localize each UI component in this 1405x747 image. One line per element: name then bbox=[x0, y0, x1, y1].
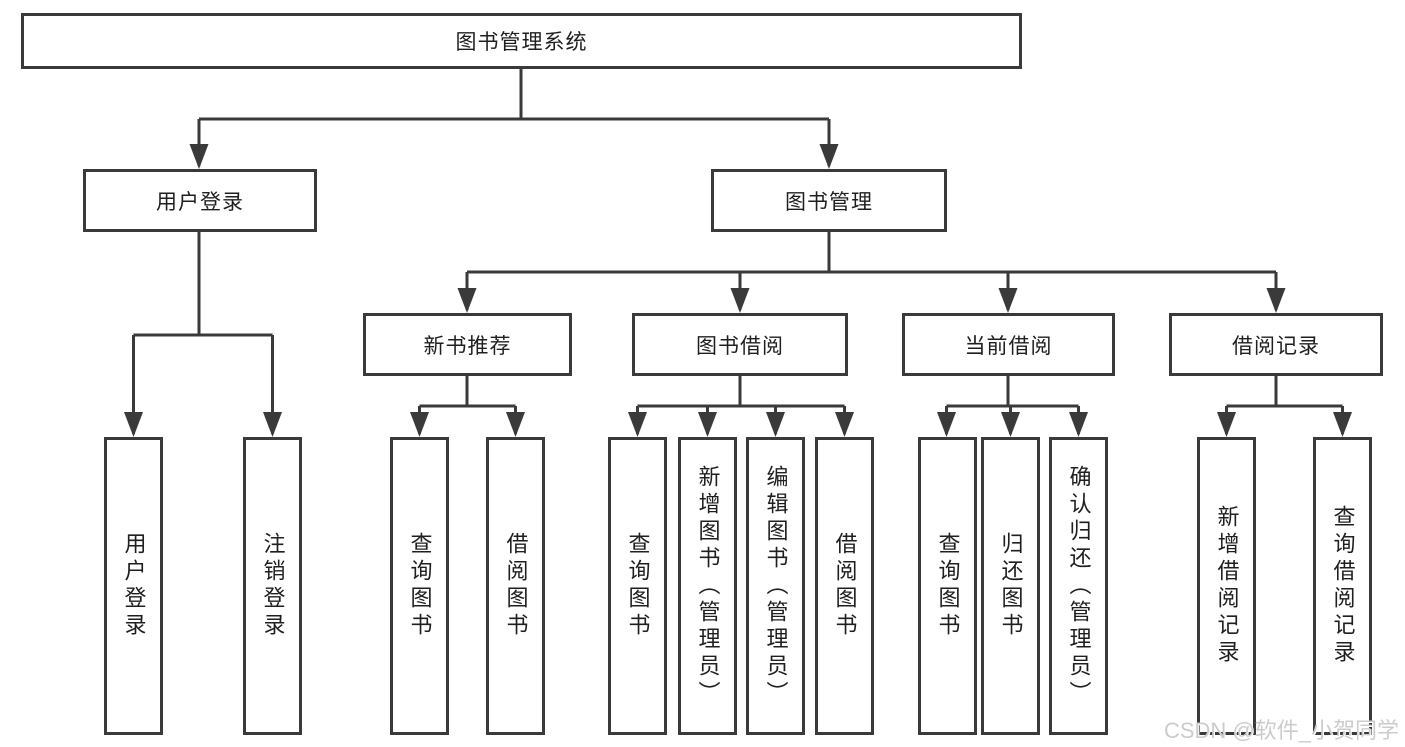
leaf-query-books-recommend-label: 查询图书 bbox=[407, 532, 433, 640]
watermark: CSDN @软件_小贺同学 bbox=[1163, 718, 1399, 743]
leaf-add-books-admin: 新增图书（管理员） bbox=[678, 437, 737, 735]
leaf-user-login-label: 用户登录 bbox=[121, 532, 147, 640]
node-borrow-records-label: 借阅记录 bbox=[1232, 334, 1320, 358]
leaf-logout-label: 注销登录 bbox=[260, 532, 286, 640]
leaf-edit-books-admin: 编辑图书（管理员） bbox=[746, 437, 805, 735]
leaf-add-borrow-record: 新增借阅记录 bbox=[1197, 437, 1256, 735]
leaf-add-borrow-record-label: 新增借阅记录 bbox=[1214, 505, 1240, 667]
node-current-borrow: 当前借阅 bbox=[902, 313, 1115, 376]
node-borrow-records: 借阅记录 bbox=[1169, 313, 1383, 376]
node-book-management: 图书管理 bbox=[711, 169, 947, 232]
leaf-query-books-borrow-label: 查询图书 bbox=[625, 532, 651, 640]
node-new-book-recommend: 新书推荐 bbox=[363, 313, 572, 376]
node-root: 图书管理系统 bbox=[21, 13, 1022, 69]
leaf-query-books-recommend: 查询图书 bbox=[390, 437, 449, 735]
leaf-borrow-books-recommend-label: 借阅图书 bbox=[503, 532, 529, 640]
node-root-label: 图书管理系统 bbox=[455, 31, 588, 54]
node-book-management-label: 图书管理 bbox=[785, 190, 873, 214]
leaf-return-books: 归还图书 bbox=[981, 437, 1040, 735]
node-user-login-label: 用户登录 bbox=[156, 190, 244, 214]
leaf-borrow-books: 借阅图书 bbox=[815, 437, 874, 735]
leaf-borrow-books-recommend: 借阅图书 bbox=[486, 437, 545, 735]
leaf-query-books-current-label: 查询图书 bbox=[935, 532, 961, 640]
leaf-return-books-label: 归还图书 bbox=[998, 532, 1024, 640]
node-book-borrow-label: 图书借阅 bbox=[696, 334, 784, 358]
node-current-borrow-label: 当前借阅 bbox=[964, 334, 1053, 358]
leaf-confirm-return-admin: 确认归还（管理员） bbox=[1049, 437, 1108, 735]
node-user-login: 用户登录 bbox=[83, 169, 317, 232]
leaf-borrow-books-label: 借阅图书 bbox=[832, 532, 858, 640]
leaf-confirm-return-admin-label: 确认归还（管理员） bbox=[1066, 464, 1092, 708]
leaf-user-login: 用户登录 bbox=[104, 437, 163, 735]
leaf-query-borrow-record: 查询借阅记录 bbox=[1313, 437, 1372, 735]
leaf-query-books-borrow: 查询图书 bbox=[608, 437, 667, 735]
node-book-borrow: 图书借阅 bbox=[632, 313, 848, 376]
leaf-add-books-admin-label: 新增图书（管理员） bbox=[695, 464, 721, 708]
leaf-logout: 注销登录 bbox=[243, 437, 302, 735]
leaf-query-borrow-record-label: 查询借阅记录 bbox=[1330, 505, 1356, 667]
leaf-query-books-current: 查询图书 bbox=[918, 437, 977, 735]
node-new-book-recommend-label: 新书推荐 bbox=[423, 334, 512, 358]
leaf-edit-books-admin-label: 编辑图书（管理员） bbox=[763, 464, 789, 708]
